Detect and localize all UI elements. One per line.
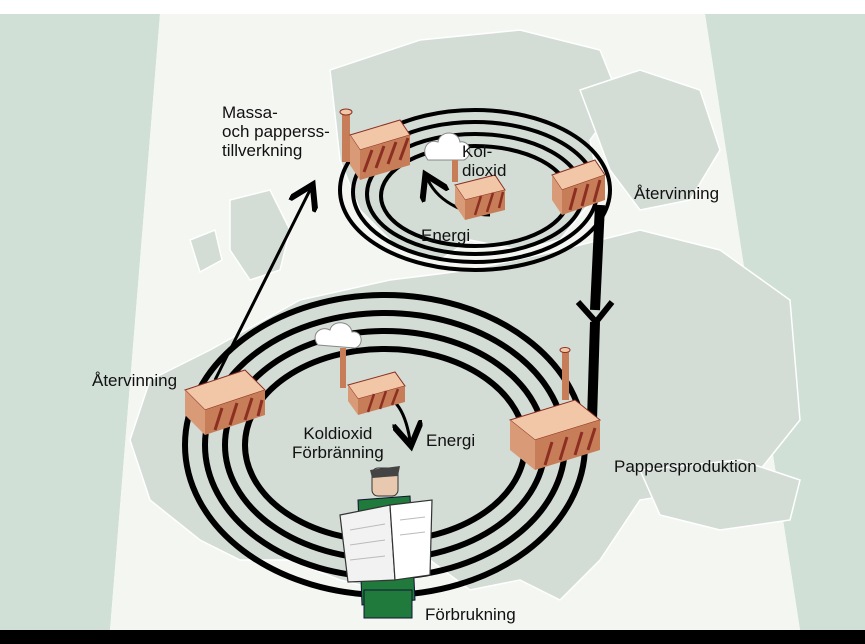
paper-supply-line [587,321,600,421]
europe-map [129,29,801,601]
consumption-label: Förbrukning [425,605,516,624]
co2-bottom-label: Koldioxid [303,424,373,443]
incineration-plant-icon [314,322,406,415]
recycling-plant-left-icon [184,369,266,435]
newspaper-reader-icon [339,466,433,619]
left-fade-panel [0,14,160,630]
pulp-to-paper-arrowhead [575,299,615,327]
recycling-plant-top-icon [551,159,606,215]
energy-top-label: Energi [421,226,471,245]
recycling-left-label: Återvinning [92,371,178,390]
continental-europe-land [129,229,801,601]
co2-top-label-line1: Kol- [462,142,493,161]
pulp-to-paper-line [590,204,605,311]
co2-top-label-line2: dioxid [462,161,507,180]
energy-bottom-label: Energi [426,431,476,450]
paper-mill-icon [508,347,602,470]
co2-top-label: Kol- dioxid [462,142,506,180]
pulp-mill-label-line2: och papperss- [222,122,330,141]
ireland-land [189,228,223,274]
bottom-bar [0,630,865,644]
recycling-top-label: Återvinning [634,184,720,203]
incineration-text: Förbränning [292,443,384,462]
co2-plant-top-icon [424,132,506,220]
pulp-mill-factory-icon [339,108,411,180]
finland-land [579,69,721,211]
paper-production-label: Pappersproduktion [614,457,757,476]
recycled-fibre-to-mill-line [213,190,310,381]
incineration-label: Koldioxid Förbränning [292,424,384,462]
pulp-mill-label: Massa- och papperss- tillverkning [222,103,330,160]
pulp-mill-label-line1: Massa- [222,103,278,122]
turkey-land [638,459,801,531]
top-ring-1 [338,108,612,272]
pulp-mill-label-line3: tillverkning [222,141,303,160]
